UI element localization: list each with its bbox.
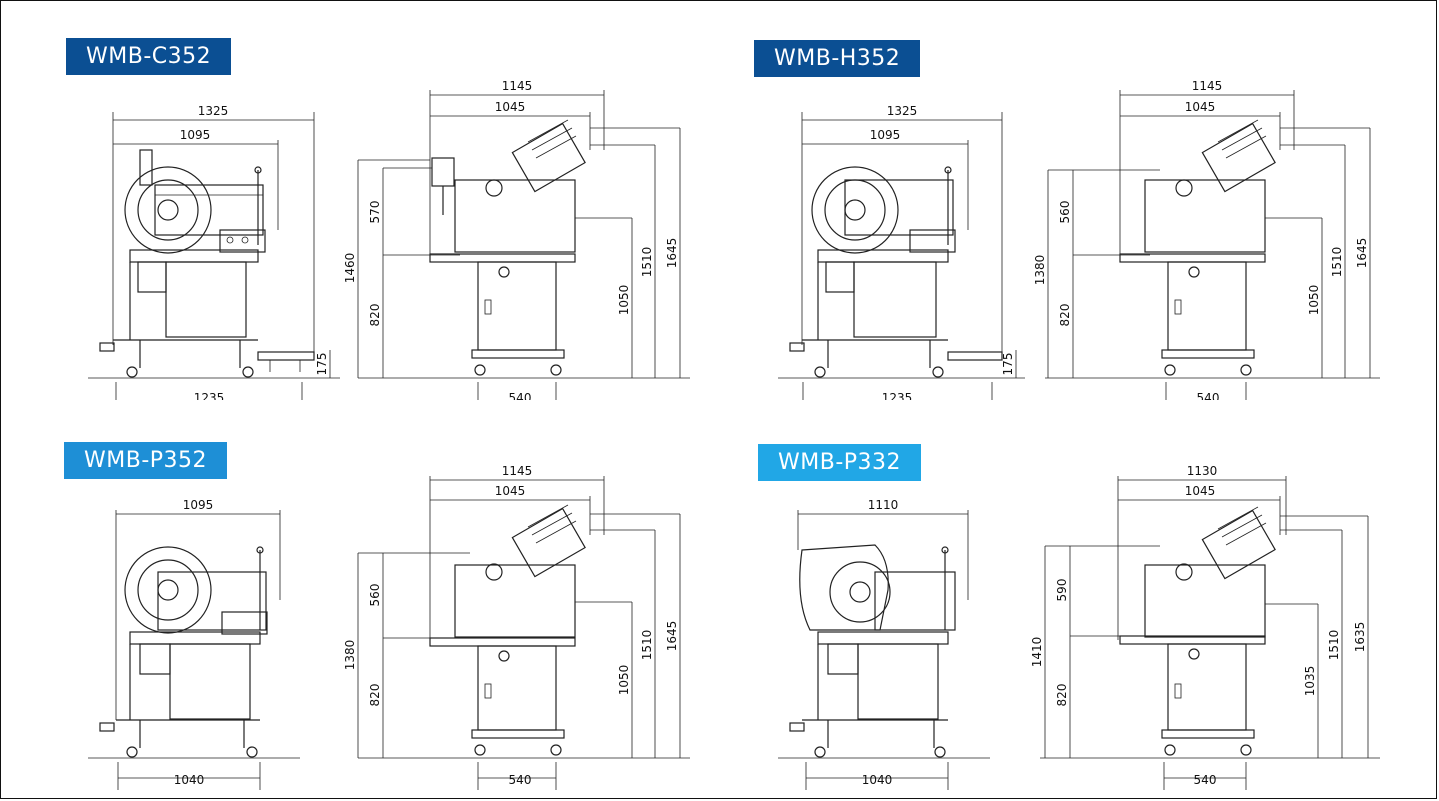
side-dim-discharge: 1035 [1303,666,1317,697]
side-dim-width-top: 1145 [1192,79,1223,93]
front-view: 1095 1040 [88,498,300,790]
side-dim-upper: 560 [1058,201,1072,224]
model-badge: WMB-P352 [64,442,228,479]
side-dim-width-mid: 1045 [495,484,526,498]
side-dim-width-top: 1145 [502,79,533,93]
side-dim-table-height: 1380 [343,640,357,671]
dim-width-mid: 1095 [870,128,901,142]
side-dim-lower: 820 [368,304,382,327]
dim-foot-height: 175 [1001,353,1015,376]
side-dim-top1: 1510 [1330,247,1344,278]
side-dim-upper: 560 [368,584,382,607]
side-dim-discharge: 1050 [1307,285,1321,316]
side-dim-base: 540 [509,773,532,787]
side-dim-width-top: 1145 [502,464,533,478]
dim-width-top: 1325 [198,104,229,118]
side-dim-table-height: 1460 [343,253,357,284]
side-dim-base: 540 [509,391,532,400]
dim-base-width: 1235 [194,391,225,400]
dim-base-width: 1040 [174,773,205,787]
side-dim-width-top: 1130 [1187,464,1218,478]
model-badge: WMB-C352 [66,38,232,75]
panel-wmb-p352: WMB-P352 1095 [0,400,719,799]
side-dim-table-height: 1380 [1033,255,1047,286]
side-dim-width-mid: 1045 [1185,484,1216,498]
panel-wmb-c352: WMB-C352 1325 1095 [0,0,719,400]
dim-width-mid: 1095 [180,128,211,142]
front-view: 1110 1040 [778,498,990,790]
side-dim-upper: 570 [368,201,382,224]
side-dim-upper: 590 [1055,579,1069,602]
side-view: 1145 1045 1380 560 820 1050 1510 1645 [343,464,690,790]
side-dim-lower: 820 [368,684,382,707]
drawing: 1325 1095 175 [778,79,1380,400]
dim-base-width: 1040 [862,773,893,787]
dim-width-mid: 1110 [868,498,899,512]
side-dim-base: 540 [1194,773,1217,787]
side-view: 1145 1045 1460 570 820 1050 1510 1645 [343,79,690,400]
dim-width-mid: 1095 [183,498,214,512]
side-dim-top2: 1645 [1355,238,1369,269]
panel-wmb-p332: WMB-P332 1110 1040 [690,400,1410,799]
side-dim-discharge: 1050 [617,285,631,316]
side-dim-top1: 1510 [640,630,654,661]
side-dim-top1: 1510 [640,247,654,278]
side-dim-width-mid: 1045 [1185,100,1216,114]
side-dim-table-height: 1410 [1030,637,1044,668]
drawing: 1325 1095 [88,79,690,400]
side-view: 1145 1045 1380 560 820 1050 1510 1645 [1033,79,1380,400]
drawing: 1095 1040 [88,464,690,790]
side-dim-width-mid: 1045 [495,100,526,114]
side-view: 1130 1045 1410 590 820 1035 1510 1635 [1030,464,1380,790]
side-dim-top2: 1635 [1353,622,1367,653]
side-dim-top1: 1510 [1327,630,1341,661]
dim-base-width: 1235 [882,391,913,400]
dim-foot-height: 175 [315,353,329,376]
panel-wmb-h352: WMB-H352 1325 1095 [690,0,1410,400]
dim-width-top: 1325 [887,104,918,118]
front-view: 1325 1095 [88,104,340,400]
side-dim-top2: 1645 [665,238,679,269]
front-view: 1325 1095 175 [778,104,1025,400]
side-dim-lower: 820 [1055,684,1069,707]
side-dim-top2: 1645 [665,621,679,652]
side-dim-lower: 820 [1058,304,1072,327]
model-badge: WMB-P332 [758,444,922,481]
side-dim-base: 540 [1197,391,1220,400]
model-badge: WMB-H352 [754,40,921,77]
drawing: 1110 1040 1130 [778,464,1380,790]
side-dim-discharge: 1050 [617,665,631,696]
